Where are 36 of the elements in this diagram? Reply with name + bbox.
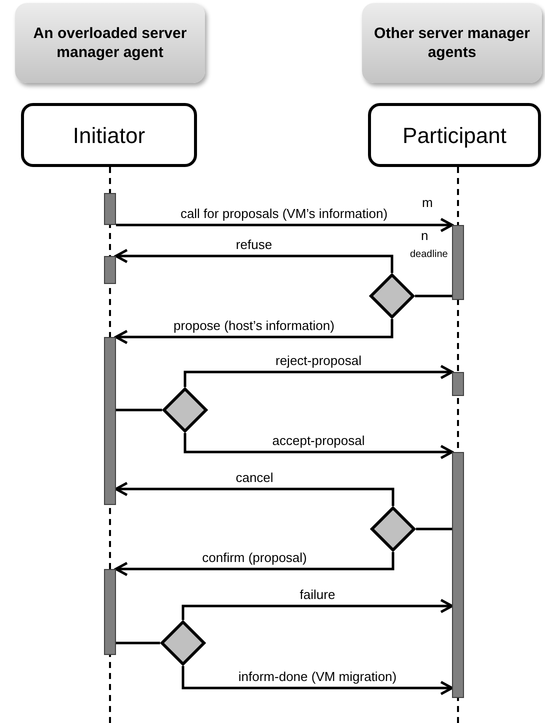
message-arrow xyxy=(116,218,454,232)
note-label: deadline xyxy=(410,250,448,260)
decision-diamond xyxy=(162,387,208,433)
edge-label: refuse xyxy=(234,238,274,251)
decision-diamond xyxy=(369,273,415,319)
message-arrow xyxy=(114,319,394,344)
note-label: n xyxy=(421,229,428,242)
decision-diamond xyxy=(370,506,416,552)
message-arrow xyxy=(114,482,394,506)
edge-label: accept-proposal xyxy=(270,434,367,447)
activation-bar xyxy=(452,372,464,396)
edge-label: reject-proposal xyxy=(274,354,364,367)
edge-label: confirm (proposal) xyxy=(200,551,309,564)
decision-diamond xyxy=(160,620,206,666)
message-arrow xyxy=(182,598,454,620)
edge-label: propose (host’s information) xyxy=(172,319,336,332)
lifeline-head-box: Participant xyxy=(368,103,541,167)
message-arrow xyxy=(114,248,394,273)
note-label: m xyxy=(422,196,433,209)
activation-bar xyxy=(452,225,464,300)
message-arrow xyxy=(114,552,394,576)
activation-bar xyxy=(452,452,464,698)
edge-label: failure xyxy=(298,588,338,601)
message-arrow xyxy=(184,364,454,387)
edge-label: cancel xyxy=(234,471,276,484)
edge-label: inform-done (VM migration) xyxy=(236,670,399,683)
lifeline-head-box: Initiator xyxy=(21,103,197,167)
activation-bar xyxy=(104,193,116,225)
activation-bar xyxy=(104,569,116,655)
activation-bar xyxy=(104,337,116,505)
message-arrow xyxy=(182,666,454,696)
role-header: An overloaded server manager agent xyxy=(15,3,205,83)
role-header: Other server manager agents xyxy=(362,3,542,83)
message-arrow xyxy=(184,433,454,460)
activation-bar xyxy=(104,256,116,284)
edge-label: call for proposals (VM’s information) xyxy=(178,207,390,220)
